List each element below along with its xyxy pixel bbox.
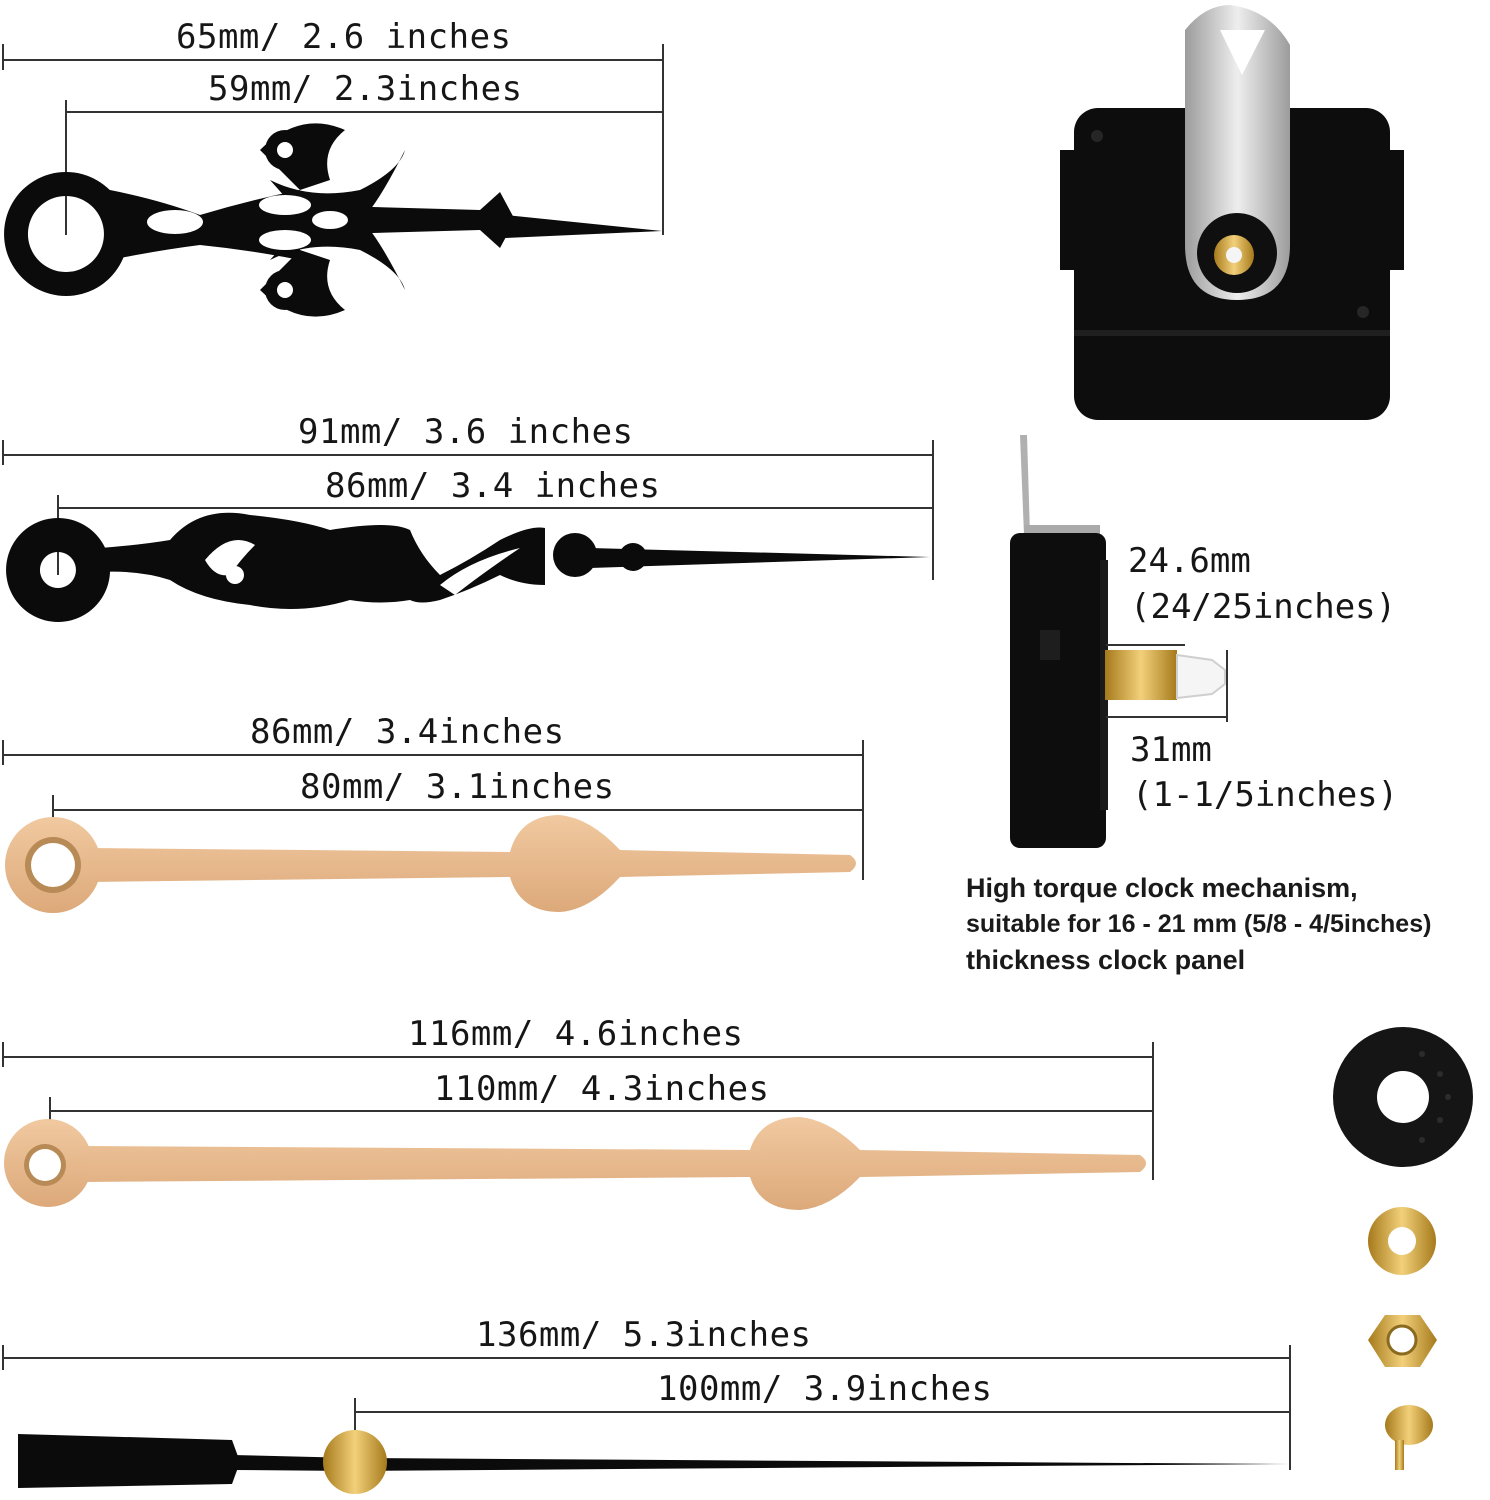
brass-washer bbox=[1368, 1207, 1436, 1275]
hand1-center-length-label: 59mm/ 2.3inches bbox=[208, 69, 523, 109]
caption-line-3: thickness clock panel bbox=[966, 945, 1246, 975]
second-hand-group bbox=[2, 1345, 1291, 1494]
hand1-total-length-label: 65mm/ 2.6 inches bbox=[176, 17, 512, 57]
gold-minute-hand-group bbox=[2, 1042, 1154, 1210]
movement-back-view bbox=[1060, 5, 1404, 420]
movement-side-dimension-lines bbox=[1106, 644, 1228, 722]
hand5-center-length-label: 100mm/ 3.9inches bbox=[657, 1369, 993, 1409]
hand1-cutouts bbox=[147, 142, 348, 298]
ornate-hour-hand-group bbox=[2, 44, 664, 317]
hand2-total-length-label: 91mm/ 3.6 inches bbox=[298, 412, 634, 452]
ornate-minute-hand-group bbox=[2, 440, 934, 623]
shaft-length-inches-label: (1-1/5inches) bbox=[1132, 775, 1399, 815]
ornate-minute-hand bbox=[6, 512, 930, 623]
hand2-dimension-lines bbox=[2, 440, 934, 580]
hand1-dimension-lines bbox=[2, 44, 664, 235]
caption-line-1: High torque clock mechanism, bbox=[966, 873, 1358, 903]
hand4-total-length-label: 116mm/ 4.6inches bbox=[408, 1014, 744, 1054]
hand5-total-length-label: 136mm/ 5.3inches bbox=[476, 1315, 812, 1355]
movement-side-view bbox=[1010, 435, 1228, 848]
hand4-center-length-label: 110mm/ 4.3inches bbox=[434, 1069, 770, 1109]
hand3-center-length-label: 80mm/ 3.1inches bbox=[300, 767, 615, 807]
movement-depth-label: 24.6mm bbox=[1128, 541, 1251, 581]
gold-hour-hand bbox=[5, 815, 856, 913]
cap-nut bbox=[1385, 1405, 1433, 1470]
hand3-dimension-lines bbox=[2, 740, 864, 900]
gold-hour-hand-group bbox=[2, 740, 864, 913]
second-hand bbox=[18, 1430, 1290, 1494]
hex-nut bbox=[1368, 1315, 1437, 1367]
hand2-center-length-label: 86mm/ 3.4 inches bbox=[325, 466, 661, 506]
movement-depth-inches-label: (24/25inches) bbox=[1130, 587, 1397, 627]
rubber-washer bbox=[1333, 1027, 1473, 1167]
gold-minute-hand bbox=[4, 1117, 1146, 1210]
hand5-dimension-lines bbox=[2, 1345, 1291, 1470]
caption-line-2: suitable for 16 - 21 mm (5/8 - 4/5inches… bbox=[966, 910, 1432, 938]
movement-caption: High torque clock mechanism, suitable fo… bbox=[966, 870, 1488, 978]
shaft-length-label: 31mm bbox=[1130, 730, 1212, 770]
accessories bbox=[1333, 1027, 1473, 1470]
hand2-cutouts bbox=[205, 540, 520, 595]
hand3-total-length-label: 86mm/ 3.4inches bbox=[250, 712, 565, 752]
